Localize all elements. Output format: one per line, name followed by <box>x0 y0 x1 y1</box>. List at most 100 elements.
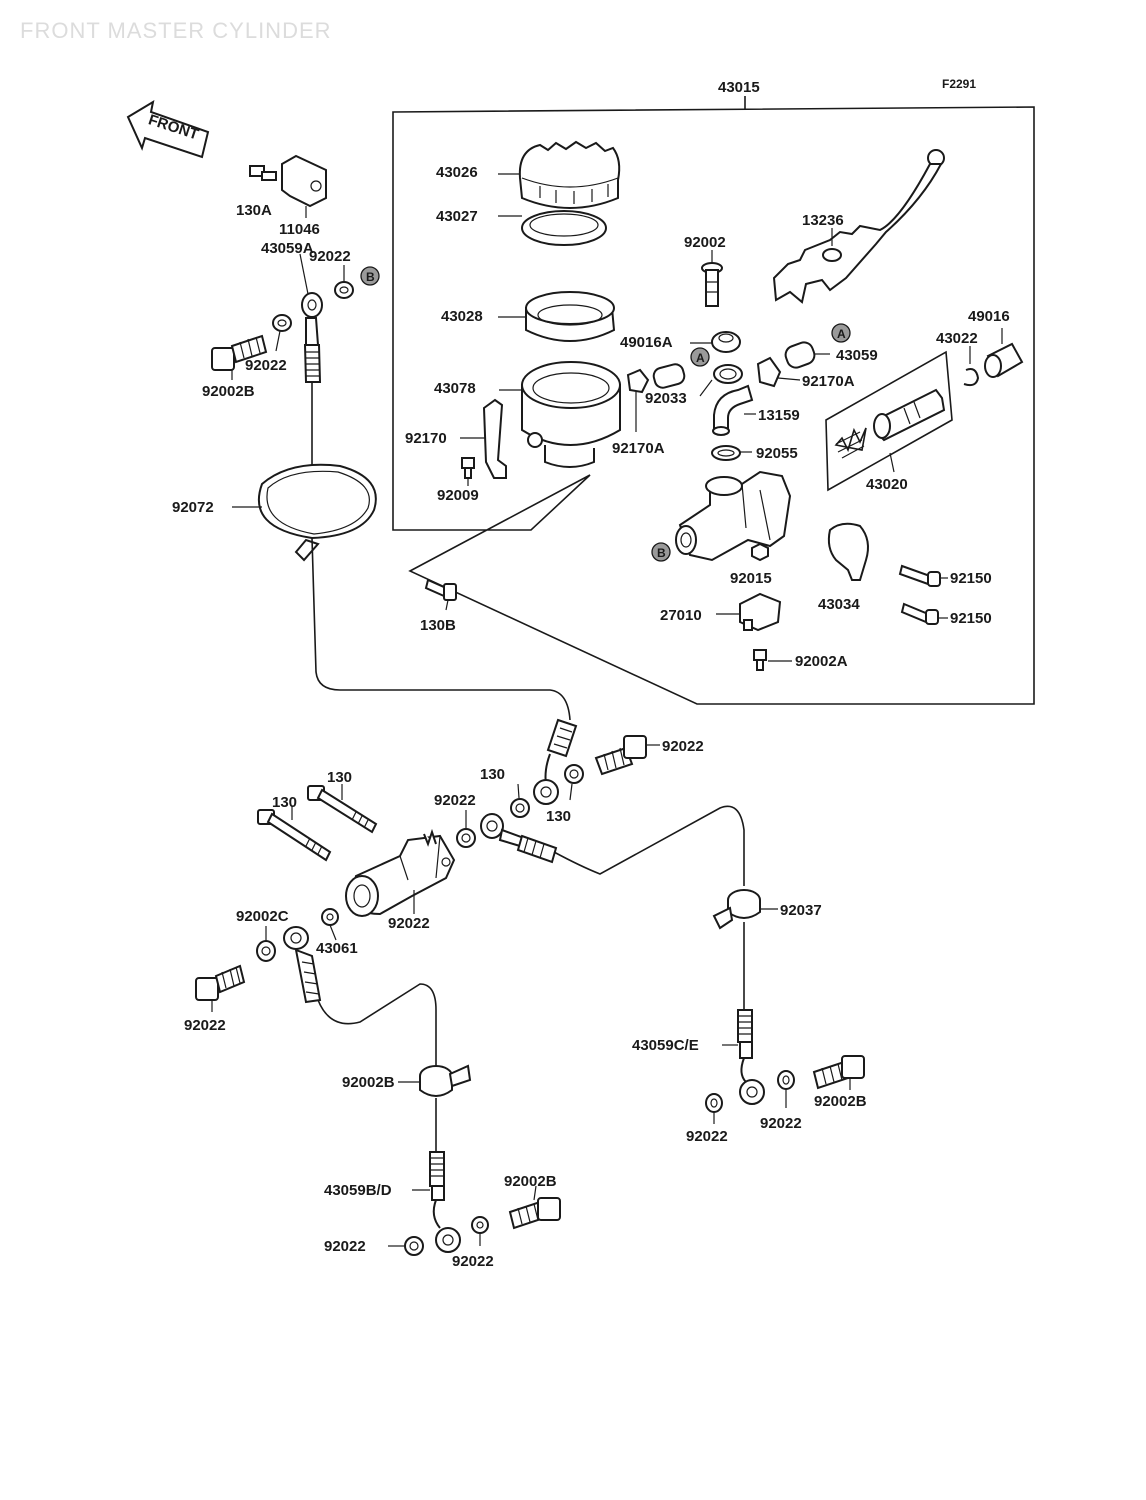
washer-92022-d <box>564 764 584 784</box>
label-130-1: 130 <box>327 769 352 786</box>
clamp-92037-right <box>712 889 761 930</box>
label-43027: 43027 <box>436 208 478 225</box>
fitting-13159 <box>712 384 754 436</box>
label-43059A: 43059A <box>261 240 314 257</box>
label-92022-i: 92022 <box>760 1115 802 1132</box>
brake-lever <box>772 149 945 304</box>
washer-92022-g <box>321 908 339 926</box>
label-92022-b: 92022 <box>245 357 287 374</box>
bolt-130-lower <box>257 809 332 862</box>
bolt-92002 <box>701 262 723 307</box>
washer-92022-f <box>256 940 276 962</box>
bracket-11046 <box>281 154 327 208</box>
label-92002B-3: 92002B <box>814 1093 867 1110</box>
bolt-92150-1 <box>898 564 941 587</box>
label-43034: 43034 <box>818 596 860 613</box>
diagram-title: FRONT MASTER CYLINDER <box>20 18 332 43</box>
washer-92022-k <box>471 1216 489 1234</box>
ring-92033 <box>713 364 743 384</box>
label-49016A: 49016A <box>620 334 673 351</box>
reservoir-body <box>521 361 621 468</box>
label-92002B-2: 92022 <box>184 1017 226 1034</box>
label-92002B-4: 92002B <box>504 1173 557 1190</box>
label-130A: 130A <box>236 202 272 219</box>
label-43020: 43020 <box>866 476 908 493</box>
label-92022-c: 130 <box>480 766 505 783</box>
banjo-fitting-43059BD <box>429 1151 461 1253</box>
label-92002: 92002 <box>684 234 726 251</box>
svg-text:A: A <box>696 351 705 365</box>
label-43059CE: 43059C/E <box>632 1037 699 1054</box>
brake-light-switch <box>739 592 782 632</box>
label-92037-2: 92037 <box>780 902 822 919</box>
label-92002A: 92002A <box>795 653 848 670</box>
label-43059: 43059 <box>836 347 878 364</box>
banjo-fitting-43059A <box>301 292 323 383</box>
washer-92022-a <box>334 281 354 299</box>
label-92037-1: 92002B <box>342 1074 395 1091</box>
label-92022-g: 43061 <box>316 940 358 957</box>
washer-92022-j <box>404 1236 424 1256</box>
banjo-fitting-43059CE <box>737 1009 765 1105</box>
label-92015: 92015 <box>730 570 772 587</box>
holder-43034 <box>827 522 869 581</box>
bolt-92150-2 <box>900 602 939 625</box>
washer-92022-h <box>705 1093 723 1113</box>
brake-line-main <box>311 537 571 721</box>
oring-92055 <box>711 445 741 461</box>
washer-92022-b <box>272 314 292 332</box>
label-43015: 43015 <box>718 79 760 96</box>
label-11046: 11046 <box>279 221 320 238</box>
banjo-bolt-92002C <box>594 735 647 776</box>
boot-49016 <box>984 342 1024 378</box>
label-43022: 43022 <box>936 330 978 347</box>
washer-92022-i <box>777 1070 795 1090</box>
banjo-bolt-92002B-2 <box>195 964 246 1001</box>
svg-text:B: B <box>657 546 666 560</box>
label-92022-k: 92022 <box>452 1253 494 1270</box>
label-92022-e: 92022 <box>434 792 476 809</box>
reservoir-clamp <box>482 398 507 479</box>
label-92170A-2: 92170A <box>802 373 855 390</box>
hose-43059 <box>784 341 816 369</box>
banjo-fitting-left-lower <box>283 926 322 1004</box>
joint-43061 <box>345 828 456 917</box>
label-92022-j: 92022 <box>324 1238 366 1255</box>
circlip-43022 <box>963 368 980 387</box>
nut-92015 <box>751 542 769 562</box>
label-43078: 43078 <box>434 380 476 397</box>
screw-92002A <box>753 649 767 671</box>
master-cylinder-assembly-outline: 43015 <box>392 79 1035 705</box>
label-92150-1: 92150 <box>950 570 992 587</box>
label-92002B-1: 92002B <box>202 383 255 400</box>
banjo-bolt-92002B-4 <box>508 1197 561 1230</box>
label-92170: 92170 <box>405 430 447 447</box>
label-92022-f: 92002C <box>236 908 289 925</box>
piston-kit-outline: 43020 <box>825 350 953 493</box>
piston <box>873 388 946 442</box>
clamp-92037-left <box>419 1064 472 1097</box>
clamp-92170A-left <box>626 368 650 394</box>
ref-marker-a-2: A <box>831 323 851 343</box>
label-43059BD: 43059B/D <box>324 1182 392 1199</box>
diaphragm <box>525 291 616 342</box>
label-130B: 130B <box>420 617 456 634</box>
label-43028: 43028 <box>441 308 483 325</box>
label-92033: 92033 <box>645 390 687 407</box>
brake-line-right <box>553 805 745 886</box>
reservoir-cap <box>518 140 621 209</box>
band-92072 <box>257 463 377 562</box>
label-13159: 13159 <box>758 407 800 424</box>
brake-line-left <box>317 983 437 1066</box>
label-49016: 49016 <box>968 308 1010 325</box>
banjo-bolt-92002B-3 <box>812 1055 865 1090</box>
clamp-92170A-right <box>756 356 782 388</box>
label-43026: 43026 <box>436 164 478 181</box>
figure-code: F2291 <box>942 77 976 91</box>
banjo-bolt-92002B-1 <box>211 334 268 371</box>
label-130-2: 130 <box>272 794 297 811</box>
label-43061: 92022 <box>388 915 430 932</box>
ref-marker-b-2: B <box>651 542 671 562</box>
plate-ring <box>521 210 607 246</box>
